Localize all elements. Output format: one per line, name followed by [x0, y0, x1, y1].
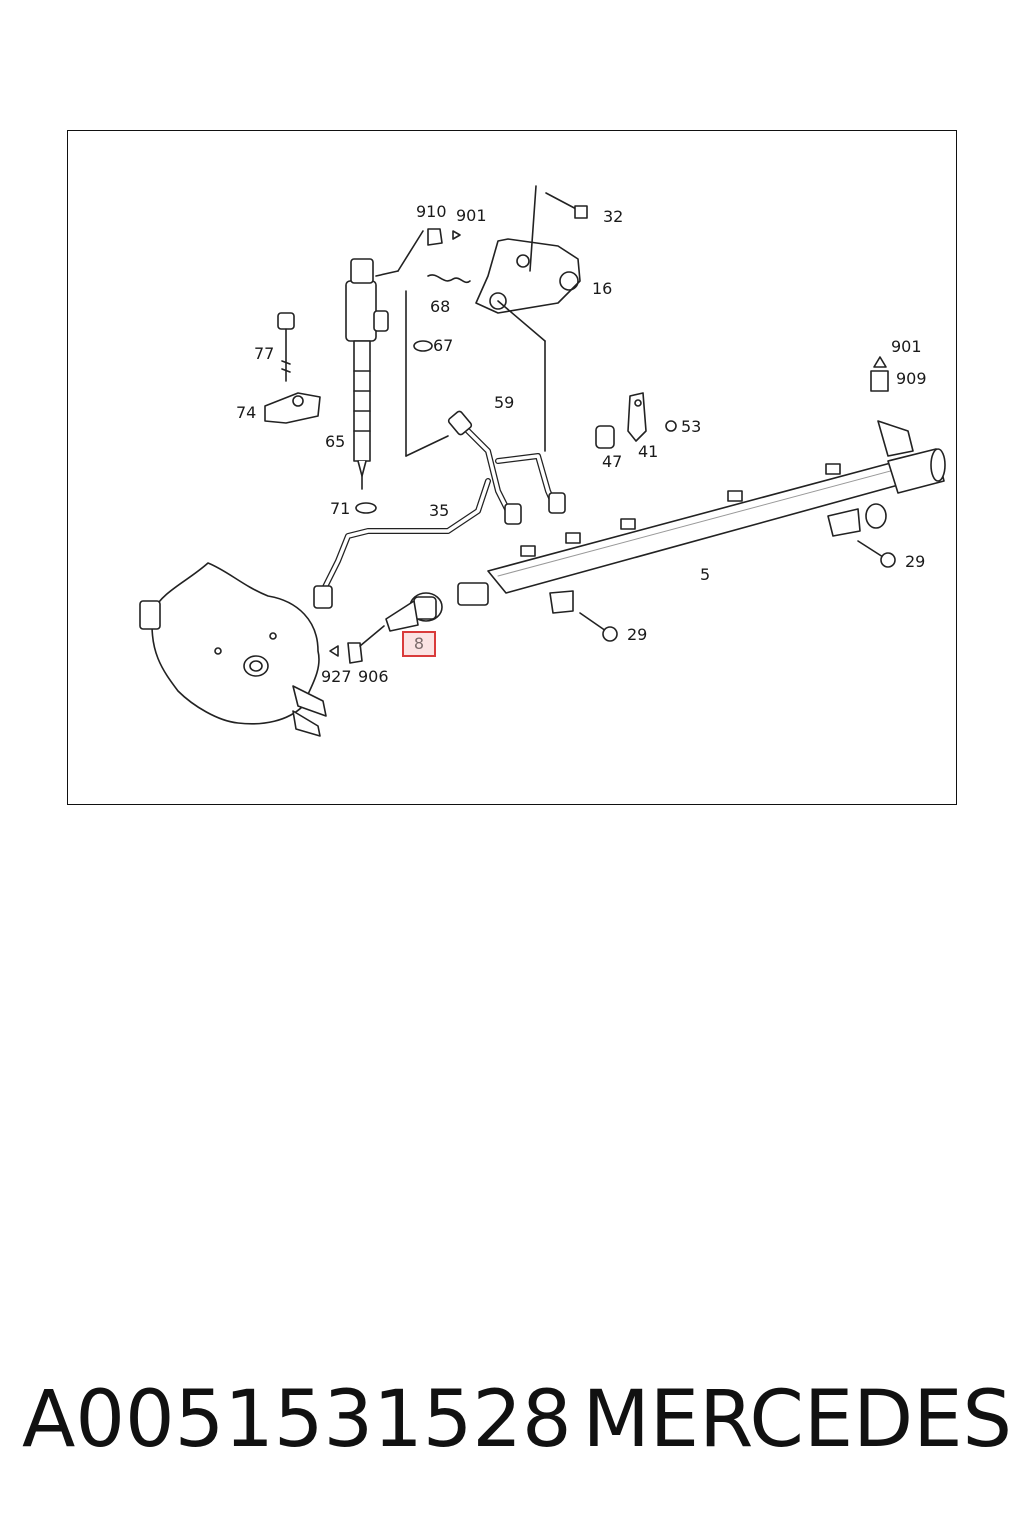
- callout-910: 910: [416, 202, 447, 221]
- part-number: A0051531528: [22, 1375, 572, 1465]
- callout-906: 906: [358, 667, 389, 686]
- callout-29-bottom: 29: [627, 625, 648, 644]
- callout-32: 32: [603, 207, 624, 226]
- callout-74: 74: [236, 403, 257, 422]
- callout-68: 68: [430, 297, 451, 316]
- callout-8-highlighted[interactable]: 8: [402, 631, 436, 657]
- callout-909: 909: [896, 369, 927, 388]
- callout-29-right: 29: [905, 552, 926, 571]
- callout-71: 71: [330, 499, 351, 518]
- callout-77: 77: [254, 344, 275, 363]
- brand-name: MERCEDES: [582, 1375, 1013, 1465]
- callout-901-right: 901: [891, 337, 922, 356]
- callout-927: 927: [321, 667, 352, 686]
- callout-16: 16: [592, 279, 613, 298]
- callout-67: 67: [433, 336, 454, 355]
- callout-35: 35: [429, 501, 450, 520]
- parts-diagram: 910 901 32 16 68 67 77 74 65 59 71 35 47…: [67, 130, 957, 805]
- callout-901-top: 901: [456, 206, 487, 225]
- callout-5: 5: [700, 565, 711, 584]
- pump-drawing: [139, 562, 327, 737]
- callout-41: 41: [638, 442, 659, 461]
- diagram-drawing: [139, 185, 946, 737]
- pressure-sensor-drawing: [385, 592, 443, 632]
- product-caption: A0051531528 MERCEDES: [22, 1375, 1012, 1465]
- injector-drawing: [345, 230, 424, 490]
- callout-53: 53: [681, 417, 702, 436]
- callout-65: 65: [325, 432, 346, 451]
- callout-47: 47: [602, 452, 623, 471]
- callout-59: 59: [494, 393, 515, 412]
